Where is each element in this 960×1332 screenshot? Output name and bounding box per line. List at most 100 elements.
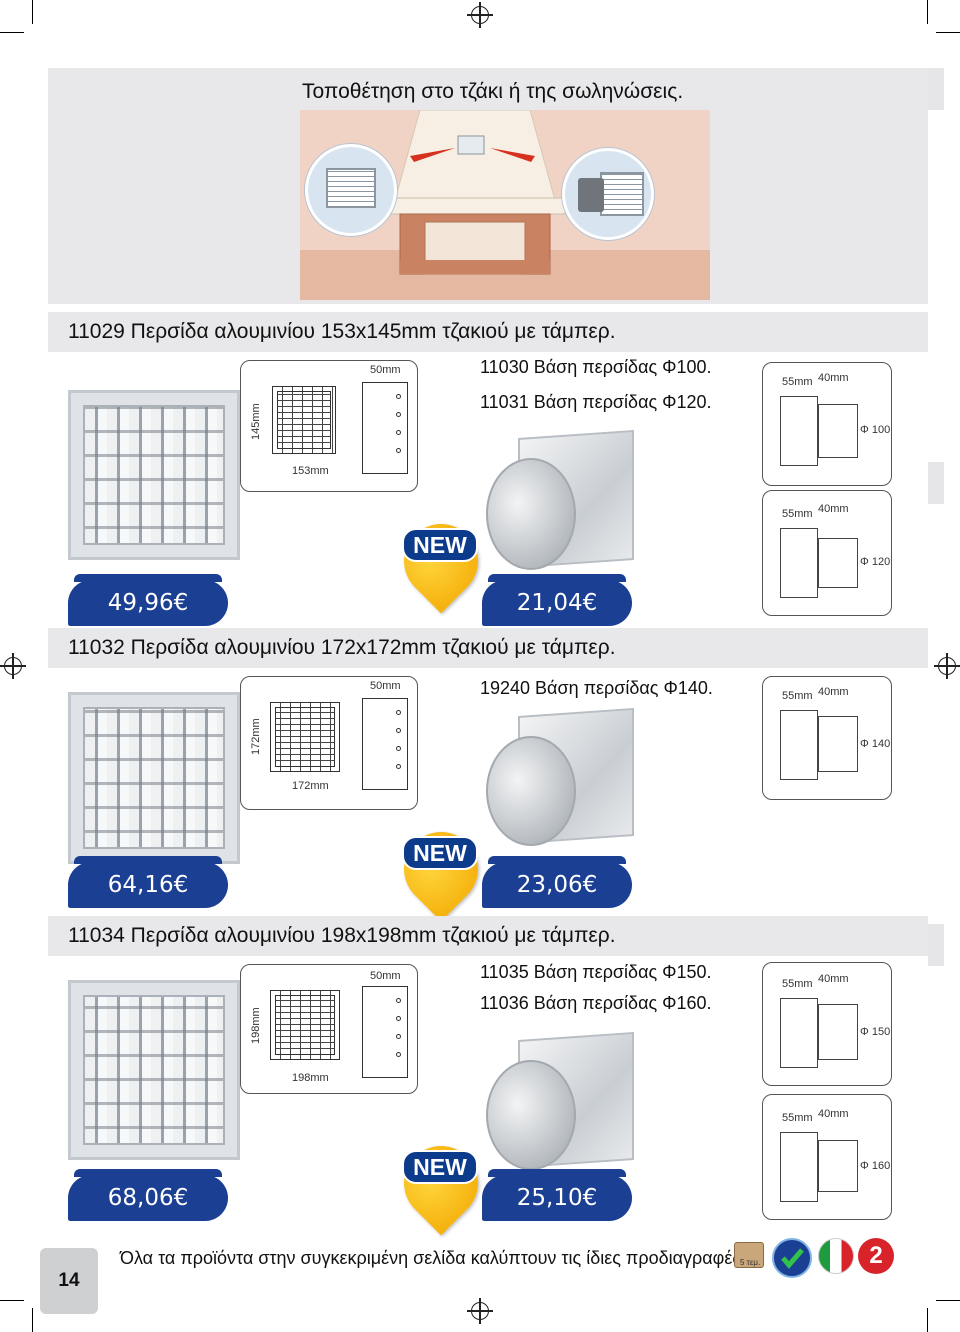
page-number: 14 xyxy=(40,1248,98,1314)
base-label: 11030 Βάση περσίδας Φ100. xyxy=(480,357,712,377)
hole xyxy=(396,998,401,1003)
intro-banner-text: Τοποθέτηση στο τζάκι ή της σωληνώσεις. xyxy=(302,80,684,103)
edge-tab xyxy=(928,462,944,504)
new-badge: NEW xyxy=(402,836,478,870)
grille-front-drawing xyxy=(270,702,340,772)
inset-base-right xyxy=(578,178,604,212)
base-pipe-drawing xyxy=(818,404,858,458)
width-dimension: 198mm xyxy=(292,1072,329,1084)
base-dimension-box xyxy=(762,1094,892,1220)
height-dimension: 198mm xyxy=(250,1007,262,1044)
base-label: 11035 Βάση περσίδας Φ150. xyxy=(480,962,712,982)
base-price: 23,06€ xyxy=(482,856,632,908)
base-price: 21,04€ xyxy=(482,574,632,626)
base-photo xyxy=(478,706,638,862)
height-dimension: 145mm xyxy=(250,403,262,440)
base-side-drawing xyxy=(780,710,818,780)
hole xyxy=(396,1016,401,1021)
crop-mark xyxy=(927,1308,928,1332)
product-title: 11034 Περσίδα αλουμινίου 198x198mm τζακι… xyxy=(68,924,616,947)
new-badge: NEW xyxy=(402,1150,478,1184)
dim-phi: Φ 160 xyxy=(860,1160,891,1172)
dim-a: 55mm xyxy=(782,376,813,388)
grille-side-drawing xyxy=(362,698,408,790)
depth-dimension: 50mm xyxy=(370,970,401,982)
grille-side-drawing xyxy=(362,382,408,474)
base-side-drawing xyxy=(780,998,818,1068)
grille-price: 49,96€ xyxy=(68,574,228,626)
base-photo xyxy=(478,1030,638,1188)
grille-price: 68,06€ xyxy=(68,1169,228,1221)
base-label: 19240 Βάση περσίδας Φ140. xyxy=(480,678,713,698)
inset-grille-left xyxy=(326,168,376,208)
dim-a: 55mm xyxy=(782,978,813,990)
hole xyxy=(396,1034,401,1039)
footer-note: Όλα τα προϊόντα στην συγκεκριμένη σελίδα… xyxy=(120,1248,747,1268)
base-dimension-box xyxy=(762,490,892,616)
dim-a: 55mm xyxy=(782,1112,813,1124)
dim-a: 55mm xyxy=(782,690,813,702)
section-title-bar xyxy=(48,916,928,956)
base-price: 25,10€ xyxy=(482,1169,632,1221)
registration-target-icon xyxy=(0,653,26,679)
edge-tab xyxy=(928,68,944,110)
section-title-bar xyxy=(48,628,928,668)
dim-b: 40mm xyxy=(818,503,849,515)
base-side-drawing xyxy=(780,396,818,466)
dim-phi: Φ 140 xyxy=(860,738,891,750)
grille-photo xyxy=(68,980,240,1160)
hole xyxy=(396,764,401,769)
height-dimension: 172mm xyxy=(250,718,262,755)
crop-mark xyxy=(32,1308,33,1332)
hole xyxy=(396,394,401,399)
base-pipe-drawing xyxy=(818,538,858,588)
grille-front-drawing xyxy=(270,990,340,1060)
product-title: 11029 Περσίδα αλουμινίου 153x145mm τζακι… xyxy=(68,320,616,343)
box-pack-icon xyxy=(734,1242,764,1268)
new-badge: NEW xyxy=(402,528,478,562)
width-dimension: 172mm xyxy=(292,780,329,792)
crop-mark xyxy=(936,32,960,33)
base-pipe-drawing xyxy=(818,1004,858,1060)
hole xyxy=(396,448,401,453)
hole xyxy=(396,430,401,435)
base-label: 11036 Βάση περσίδας Φ160. xyxy=(480,993,712,1013)
base-label: 11031 Βάση περσίδας Φ120. xyxy=(480,392,712,412)
crop-mark xyxy=(927,0,928,24)
dim-b: 40mm xyxy=(818,372,849,384)
dim-phi: Φ 120 xyxy=(860,556,891,568)
base-pipe-drawing xyxy=(818,716,858,772)
inset-grille-right xyxy=(600,172,644,216)
dim-a: 55mm xyxy=(782,508,813,520)
warranty-2-icon: 2 xyxy=(858,1238,894,1274)
dim-b: 40mm xyxy=(818,973,849,985)
base-dimension-box xyxy=(762,962,892,1086)
hole xyxy=(396,728,401,733)
base-pipe-drawing xyxy=(818,1140,858,1192)
crop-mark xyxy=(0,32,24,33)
italy-flag-icon xyxy=(818,1238,854,1274)
hole xyxy=(396,710,401,715)
crop-mark xyxy=(936,1300,960,1301)
crop-mark xyxy=(32,0,33,24)
crop-mark xyxy=(0,1300,24,1301)
registration-target-icon xyxy=(934,653,960,679)
grille-photo xyxy=(68,692,240,864)
grille-front-drawing xyxy=(272,386,336,454)
grille-price: 64,16€ xyxy=(68,856,228,908)
dim-b: 40mm xyxy=(818,1108,849,1120)
product-title: 11032 Περσίδα αλουμινίου 172x172mm τζακι… xyxy=(68,636,616,659)
registration-target-icon xyxy=(467,1298,493,1324)
depth-dimension: 50mm xyxy=(370,364,401,376)
dim-phi: Φ 150 xyxy=(860,1026,891,1038)
base-side-drawing xyxy=(780,1132,818,1202)
section-title-bar xyxy=(48,312,928,352)
grille-photo xyxy=(68,390,240,560)
hole xyxy=(396,746,401,751)
hole xyxy=(396,412,401,417)
edge-tab xyxy=(928,924,944,966)
dim-b: 40mm xyxy=(818,686,849,698)
grille-side-drawing xyxy=(362,986,408,1078)
hole xyxy=(396,1052,401,1057)
pack-quantity: 5 τεμ. xyxy=(740,1258,761,1267)
